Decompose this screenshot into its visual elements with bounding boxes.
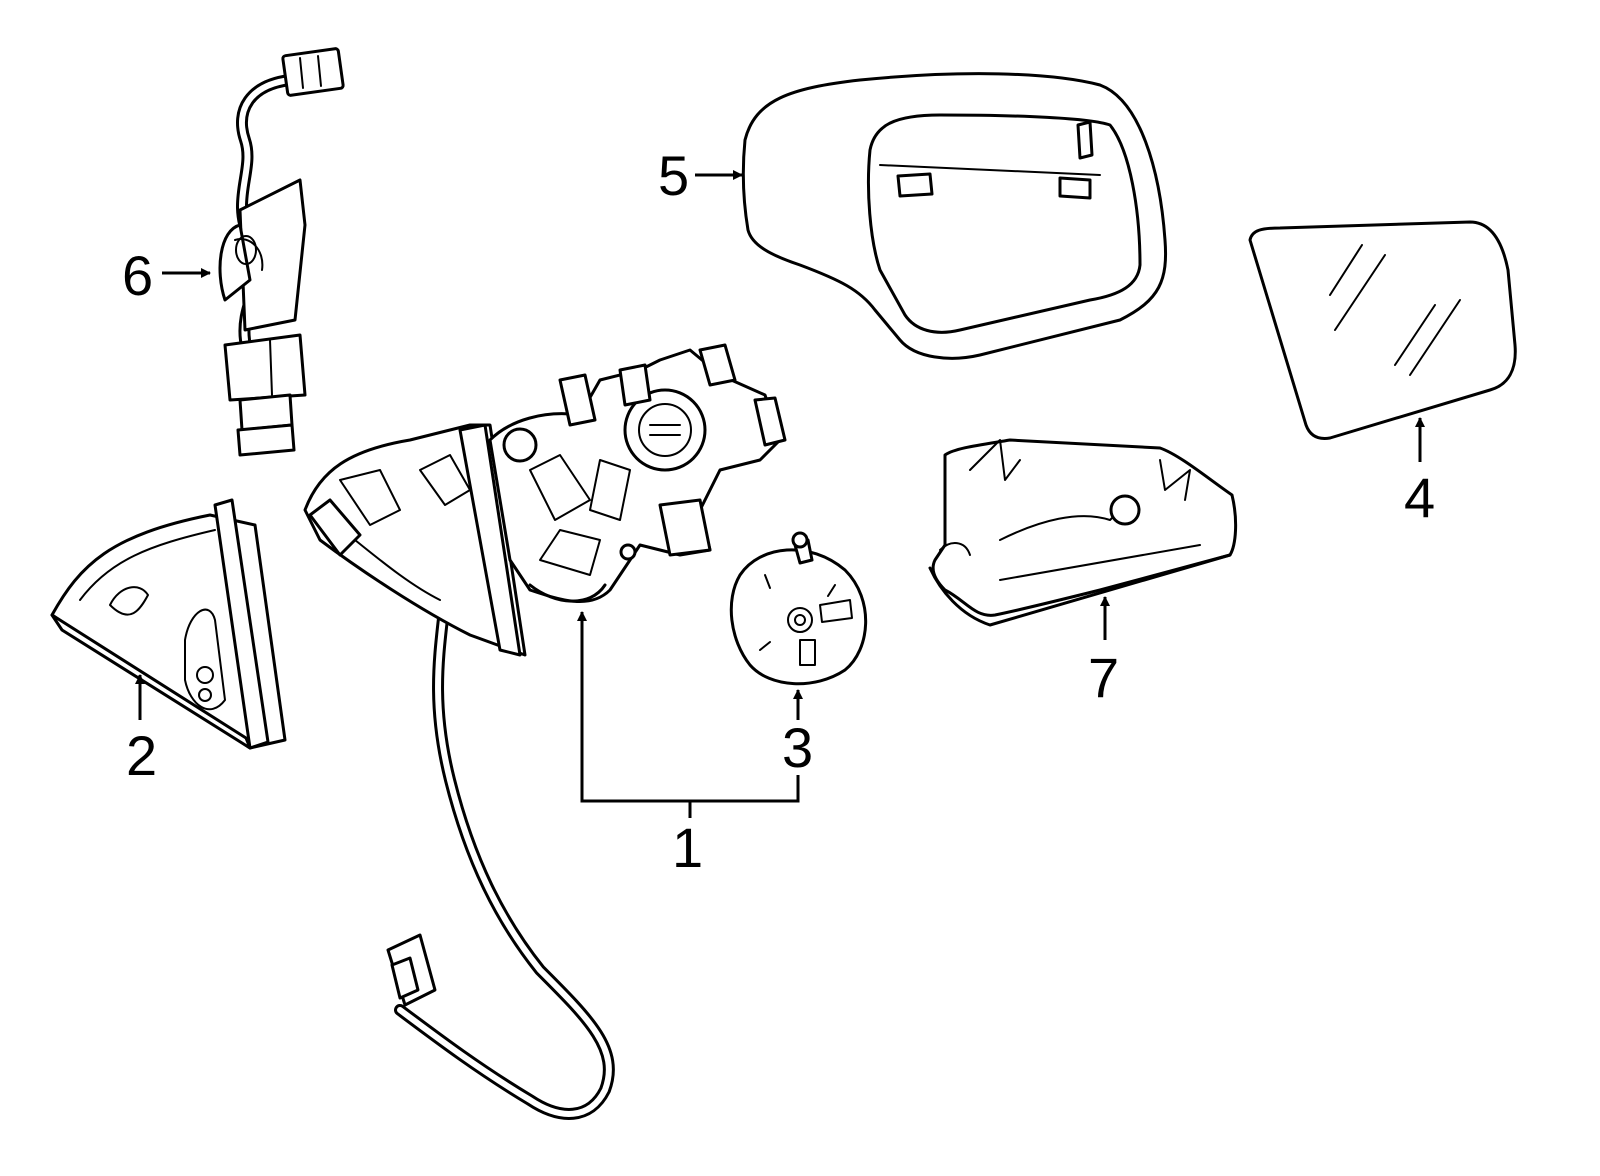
- callout-1: 1: [672, 816, 703, 879]
- part-7-lower-cover: [928, 438, 1238, 627]
- callout-3: 3: [782, 716, 813, 779]
- part-1-mirror-base-assembly: [303, 343, 787, 1120]
- part-6-wiring-harness: [218, 47, 345, 457]
- callout-leaders: [135, 170, 1425, 818]
- part-3-actuator-motor: [729, 531, 868, 686]
- part-4-mirror-glass: [1248, 220, 1517, 440]
- callout-4: 4: [1404, 466, 1435, 529]
- callout-5: 5: [658, 144, 689, 207]
- callout-7: 7: [1088, 646, 1119, 709]
- callout-numbers: 1 2 3 4 5 6 7: [122, 144, 1435, 879]
- part-2-signal-lamp-housing: [50, 498, 287, 750]
- part-5-mirror-cover: [741, 72, 1168, 360]
- callout-6: 6: [122, 244, 153, 307]
- callout-2: 2: [126, 724, 157, 787]
